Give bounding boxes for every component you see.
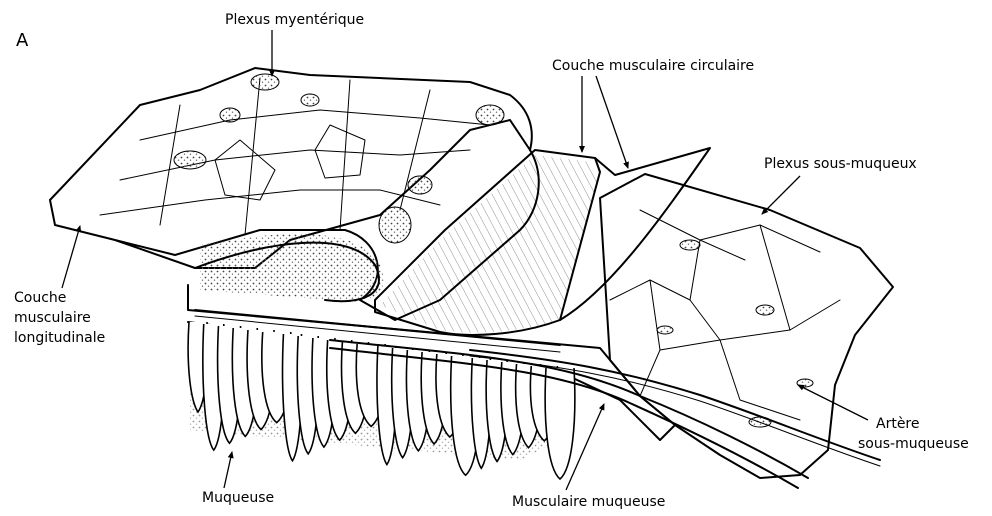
label-couche-longitudinale: Couche musculaire longitudinale	[14, 226, 105, 346]
label-couche-longitudinale-line-3: longitudinale	[14, 330, 105, 346]
leader-muqueuse	[224, 452, 232, 488]
villus	[545, 368, 575, 479]
label-plexus-myenterique-text: Plexus myentérique	[225, 12, 364, 28]
myenteric-plexus-network	[100, 78, 490, 235]
label-musculaire-muqueuse-text: Musculaire muqueuse	[512, 494, 665, 510]
label-artere: Artère sous-muqueuse	[798, 385, 969, 452]
label-artere-line-2: sous-muqueuse	[858, 436, 969, 452]
label-plexus-myenterique: Plexus myentérique	[225, 12, 364, 76]
myenteric-plexus-ganglia	[174, 74, 504, 243]
leader-plexus-sous-muqueux	[762, 176, 800, 214]
label-muqueuse: Muqueuse	[202, 452, 274, 506]
label-muqueuse-text: Muqueuse	[202, 490, 274, 506]
submucosal-plexus-ganglia	[657, 240, 813, 427]
label-couche-longitudinale-line-1: Couche	[14, 290, 66, 306]
submucosa-sheet	[600, 174, 893, 478]
leader-couche-circulaire-2	[596, 76, 628, 168]
label-couche-longitudinale-line-2: musculaire	[14, 310, 91, 326]
leader-couche-longitudinale	[62, 226, 80, 288]
label-plexus-sous-muqueux-text: Plexus sous-muqueux	[764, 156, 917, 172]
panel-letter: A	[16, 30, 29, 51]
label-plexus-sous-muqueux: Plexus sous-muqueux	[762, 156, 917, 214]
leader-artere	[798, 385, 868, 420]
label-couche-circulaire-text: Couche musculaire circulaire	[552, 58, 754, 74]
label-couche-circulaire: Couche musculaire circulaire	[552, 58, 754, 168]
label-artere-line-1: Artère	[876, 416, 920, 432]
